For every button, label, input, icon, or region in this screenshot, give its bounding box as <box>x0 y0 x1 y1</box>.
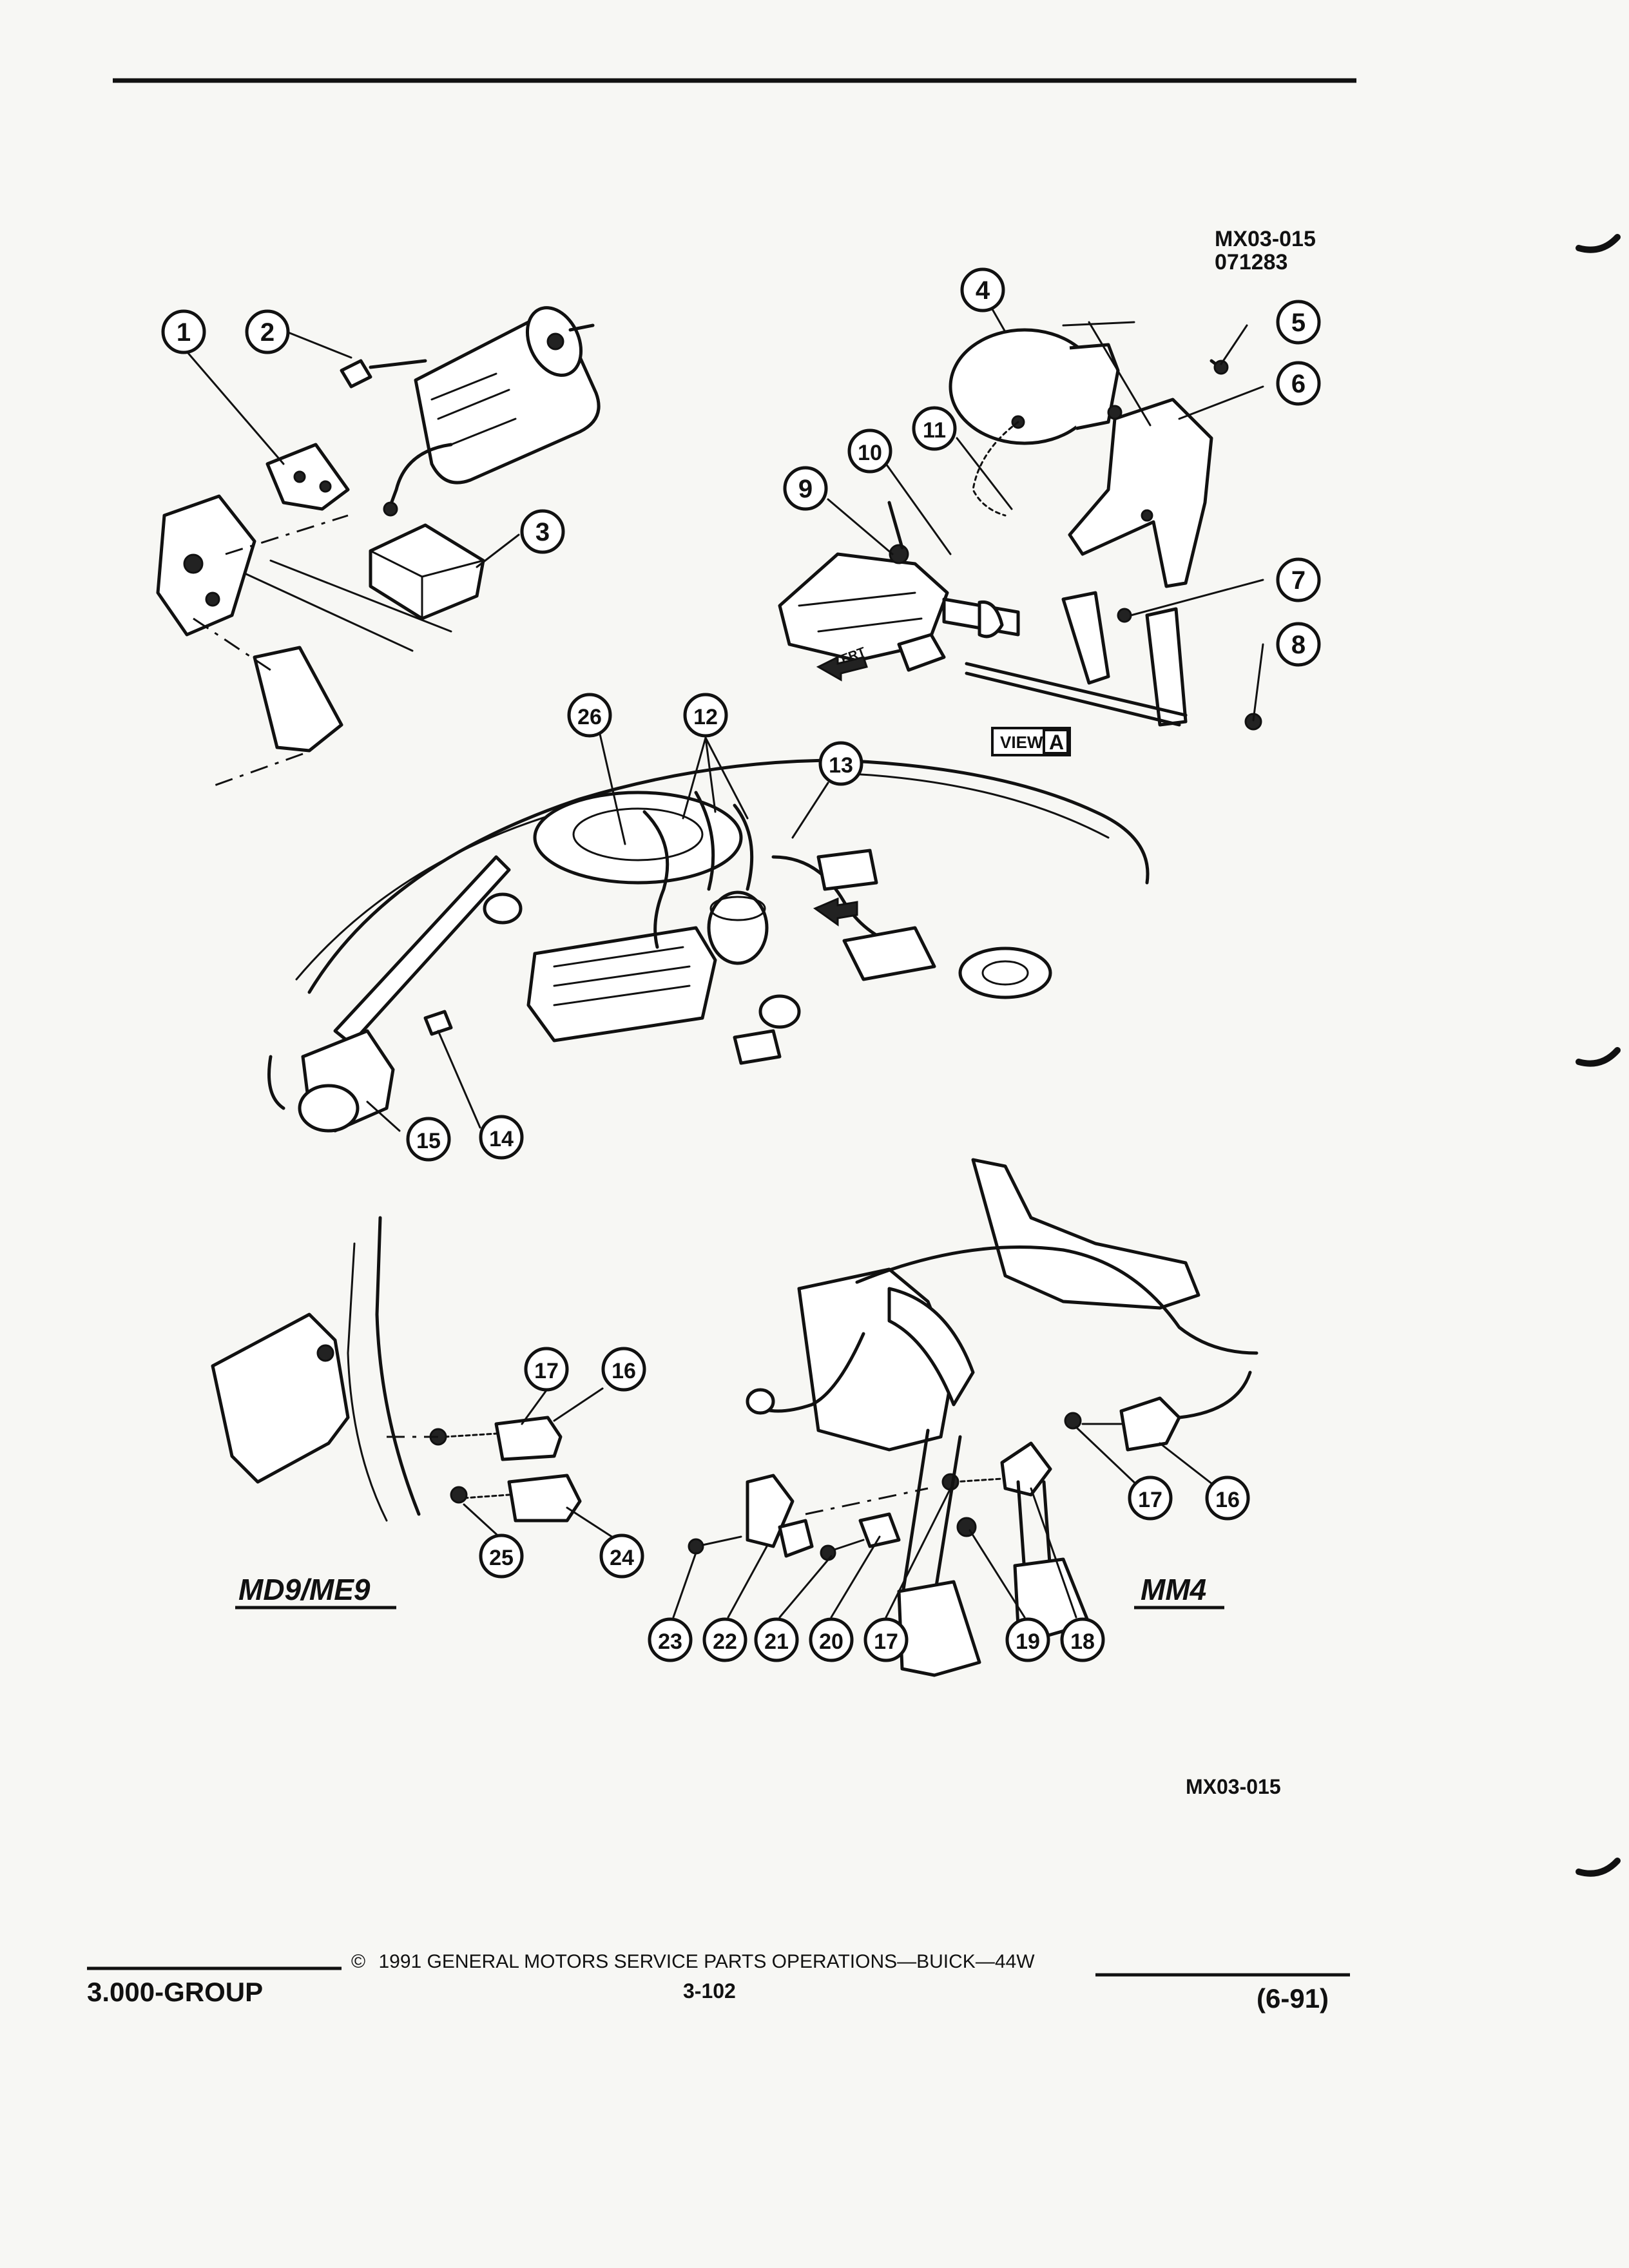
svg-text:21: 21 <box>764 1629 789 1654</box>
callout-10: 10 <box>847 428 892 474</box>
callout-13: 13 <box>818 741 863 786</box>
brake-pedal <box>897 1580 981 1677</box>
svg-text:12: 12 <box>693 705 718 729</box>
svg-text:14: 14 <box>489 1127 514 1151</box>
callout-12: 12 <box>683 693 728 738</box>
callout-18: 18 <box>1060 1617 1105 1662</box>
svg-text:1: 1 <box>177 318 191 347</box>
svg-text:25: 25 <box>489 1546 514 1570</box>
callout-5: 5 <box>1276 300 1321 345</box>
view-a-label: VIEW A <box>991 727 1071 756</box>
callout-17-right: 17 <box>1128 1475 1173 1521</box>
footer-copyright: © 1991 GENERAL MOTORS SERVICE PARTS OPER… <box>351 1951 1035 1973</box>
callout-3: 3 <box>520 509 565 554</box>
variant-label-left: MD9/ME9 <box>238 1573 371 1606</box>
view-a-group <box>778 308 1264 731</box>
callout-21: 21 <box>754 1617 799 1662</box>
callout-1: 1 <box>161 309 206 354</box>
cruise-module-group <box>156 306 601 787</box>
svg-text:3: 3 <box>535 518 550 546</box>
callout-8: 8 <box>1276 622 1321 667</box>
callout-17-left: 17 <box>524 1347 569 1392</box>
footer-date: (6-91) <box>1257 1983 1329 2013</box>
bracket <box>265 443 350 511</box>
callout-15: 15 <box>406 1117 451 1162</box>
md9-me9-group <box>211 1216 623 1610</box>
svg-text:17: 17 <box>534 1359 559 1383</box>
control-module <box>369 523 485 620</box>
callout-11: 11 <box>912 406 957 451</box>
svg-text:23: 23 <box>658 1629 682 1654</box>
svg-text:11: 11 <box>923 418 946 443</box>
svg-text:10: 10 <box>858 441 882 465</box>
mm4-group <box>672 1158 1258 1677</box>
callout-4: 4 <box>960 267 1005 312</box>
svg-text:19: 19 <box>1016 1629 1040 1654</box>
svg-text:A: A <box>1049 731 1064 754</box>
footer-group: 3.000-GROUP <box>87 1977 264 2007</box>
variant-label-right: MM4 <box>1141 1573 1207 1606</box>
svg-text:9: 9 <box>798 475 813 503</box>
servo-bracket <box>1068 398 1213 588</box>
svg-text:2: 2 <box>260 318 275 347</box>
callout-23: 23 <box>648 1617 693 1662</box>
pedal-bracket-left <box>211 1312 350 1484</box>
svg-text:17: 17 <box>874 1629 898 1654</box>
valve-cover <box>526 926 717 1043</box>
figure-date-code: 071283 <box>1215 250 1288 274</box>
engine-servo <box>707 890 769 965</box>
callout-14: 14 <box>479 1115 524 1160</box>
callout-26: 26 <box>567 693 612 738</box>
callout-25: 25 <box>479 1533 524 1579</box>
svg-text:6: 6 <box>1291 370 1306 398</box>
svg-text:15: 15 <box>416 1129 441 1153</box>
svg-text:22: 22 <box>713 1629 737 1654</box>
callout-7: 7 <box>1276 557 1321 602</box>
figure-code-top: MX03-015 <box>1215 227 1316 251</box>
svg-text:8: 8 <box>1291 631 1306 659</box>
callout-9: 9 <box>783 466 828 511</box>
svg-text:7: 7 <box>1291 566 1306 595</box>
svg-text:VIEW: VIEW <box>1000 733 1043 752</box>
callout-16-right: 16 <box>1205 1475 1250 1521</box>
callout-24: 24 <box>599 1533 644 1579</box>
svg-text:26: 26 <box>577 705 602 729</box>
svg-text:4: 4 <box>976 276 990 305</box>
accelerator-pedal <box>253 646 343 753</box>
svg-text:17: 17 <box>1138 1488 1162 1512</box>
copyright-symbol: © <box>351 1951 366 1972</box>
pedal-support <box>971 1158 1200 1310</box>
callout-19: 19 <box>1005 1617 1050 1662</box>
svg-text:5: 5 <box>1291 309 1306 337</box>
footer-page-number: 3-102 <box>683 1979 736 2003</box>
binder-marks <box>1576 234 1621 1877</box>
callout-16-left: 16 <box>601 1347 646 1392</box>
callout-6: 6 <box>1276 361 1321 406</box>
callout-20: 20 <box>809 1617 854 1662</box>
svg-text:18: 18 <box>1070 1629 1095 1654</box>
callout-17-bottom: 17 <box>863 1617 909 1662</box>
svg-text:16: 16 <box>612 1359 636 1383</box>
pedal-mount <box>156 494 256 637</box>
callout-2: 2 <box>245 309 290 354</box>
figure-code-bottom: MX03-015 <box>1186 1775 1281 1798</box>
svg-text:20: 20 <box>819 1629 843 1654</box>
svg-text:16: 16 <box>1215 1488 1240 1512</box>
air-cleaner <box>533 791 743 885</box>
engine-compartment <box>267 730 1150 1133</box>
copyright-text: 1991 GENERAL MOTORS SERVICE PARTS OPERAT… <box>378 1951 1035 1972</box>
svg-text:13: 13 <box>829 753 853 778</box>
callout-22: 22 <box>702 1617 747 1662</box>
callout-markers: 1 2 3 4 5 6 7 8 9 10 11 12 13 14 15 16 1… <box>161 267 1321 1662</box>
svg-text:24: 24 <box>610 1546 634 1570</box>
throttle-body <box>778 552 949 662</box>
